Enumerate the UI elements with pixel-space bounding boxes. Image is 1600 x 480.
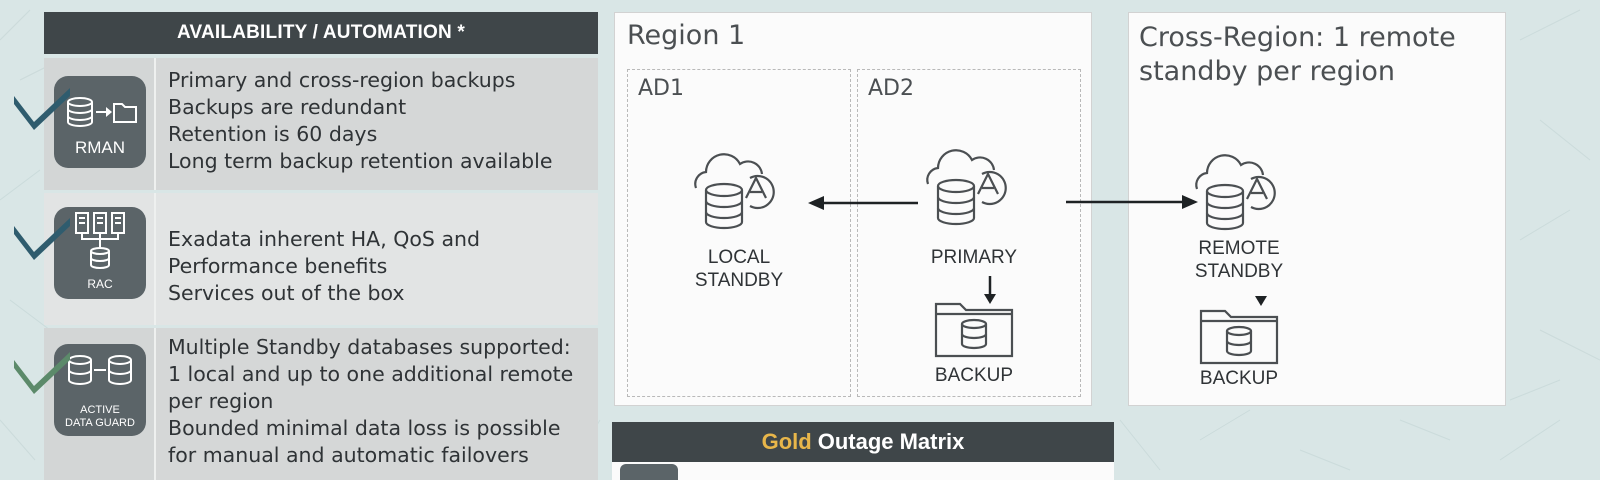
cloud-database-autonomous-icon [1195, 154, 1276, 231]
adg-line-3: per region [168, 389, 274, 413]
availability-header: AVAILABILITY / AUTOMATION * [44, 12, 598, 54]
local-standby-line-1: LOCAL [707, 247, 771, 268]
adg-label-line-2: DATA GUARD [65, 417, 135, 429]
backup-folder-icon [1199, 309, 1279, 365]
local-standby-label: LOCAL STANDBY [628, 246, 850, 292]
ad1-box: AD1 LOCAL STANDBY [627, 69, 851, 397]
rac-line-1: Exadata inherent HA, QoS and [168, 227, 481, 251]
availability-panel: AVAILABILITY / AUTOMATION * RMAN [44, 12, 598, 480]
adg-line-2: 1 local and up to one additional remote [168, 362, 574, 386]
checkmark-icon [14, 352, 70, 394]
rac-line-2: Performance benefits [168, 254, 388, 278]
remote-standby-line-1: REMOTE [1198, 238, 1280, 259]
backup-folder-icon [934, 302, 1014, 358]
primary-label: PRIMARY [930, 247, 1018, 268]
adg-label-line-1: ACTIVE [80, 404, 120, 416]
gold-outage-matrix-header: Gold Outage Matrix [612, 422, 1114, 462]
cross-region-title-line-2: standby per region [1139, 56, 1395, 87]
rac-label: RAC [87, 277, 113, 291]
gold-word: Gold [761, 429, 812, 454]
database-pair-icon [68, 355, 132, 385]
cross-region-title-line-1: Cross-Region: 1 remote [1139, 22, 1456, 53]
gold-outage-matrix-body [612, 462, 1114, 480]
adg-line-1: Multiple Standby databases supported: [168, 335, 571, 359]
cross-region-panel: Cross-Region: 1 remote standby per regio… [1128, 12, 1506, 406]
local-standby-line-2: STANDBY [694, 270, 784, 291]
adg-line-4: Bounded minimal data loss is possible [168, 416, 561, 440]
rman-label: RMAN [74, 138, 126, 157]
adg-text: Multiple Standby databases supported: 1 … [156, 328, 598, 480]
remote-standby-line-2: STANDBY [1194, 261, 1284, 282]
checkmark-icon [14, 88, 70, 130]
backup-label: BACKUP [934, 365, 1014, 386]
outage-matrix-word: Outage Matrix [817, 429, 965, 454]
ad1-label: AD1 [638, 76, 684, 101]
rman-text: Primary and cross-region backups Backups… [156, 58, 598, 190]
adg-row: ACTIVE DATA GUARD Multiple Standby datab… [44, 328, 598, 480]
cloud-database-autonomous-icon [694, 153, 775, 230]
rac-text: Exadata inherent HA, QoS and Performance… [156, 193, 598, 325]
rac-line-3: Services out of the box [168, 281, 405, 305]
rac-row: RAC Exadata inherent HA, QoS and Perform… [44, 193, 598, 325]
rman-line-3: Retention is 60 days [168, 122, 378, 146]
ad2-box: AD2 PRIMARY BACKUP [857, 69, 1081, 397]
ad2-label: AD2 [868, 76, 914, 101]
rman-icon-cell: RMAN [44, 58, 156, 190]
region-1-title: Region 1 [627, 20, 746, 51]
matrix-tab [620, 464, 678, 480]
region-1-panel: Region 1 AD1 LOCAL STANDBY AD2 [614, 12, 1092, 406]
database-to-folder-icon [67, 97, 137, 127]
cross-region-title: Cross-Region: 1 remote standby per regio… [1139, 21, 1456, 89]
adg-line-5: for manual and automatic failovers [168, 443, 529, 467]
rman-row: RMAN Primary and cross-region backups Ba… [44, 58, 598, 190]
checkmark-icon [14, 218, 70, 260]
adg-label: ACTIVE DATA GUARD [54, 404, 146, 430]
server-cluster-icon [75, 212, 125, 269]
rman-line-4: Long term backup retention available [168, 149, 553, 173]
rman-line-1: Primary and cross-region backups [168, 68, 516, 92]
remote-backup-label: BACKUP [1199, 368, 1279, 389]
cloud-database-autonomous-icon [926, 149, 1007, 226]
remote-standby-label: REMOTE STANDBY [1159, 237, 1319, 283]
rman-line-2: Backups are redundant [168, 95, 407, 119]
